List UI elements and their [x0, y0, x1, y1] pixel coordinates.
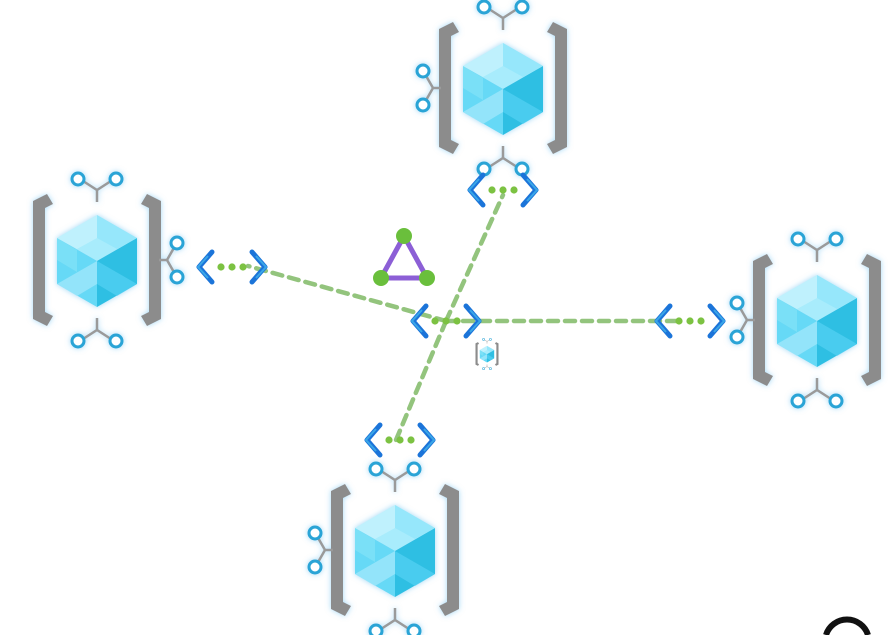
hub-virtual-network-icon	[475, 338, 499, 370]
link-hub-left	[245, 263, 449, 324]
virtual-network-icon[interactable]	[415, 0, 569, 177]
network-manager-icon	[373, 228, 435, 286]
link-hub-top	[443, 192, 506, 324]
peering-links	[245, 192, 686, 443]
virtual-network-icon[interactable]	[307, 461, 461, 635]
peering-connector-icon	[469, 175, 537, 205]
link-hub-bottom	[393, 318, 449, 443]
partial-icon	[823, 616, 871, 635]
virtual-network-icon[interactable]	[729, 231, 883, 409]
virtual-network-icon[interactable]	[31, 171, 185, 349]
